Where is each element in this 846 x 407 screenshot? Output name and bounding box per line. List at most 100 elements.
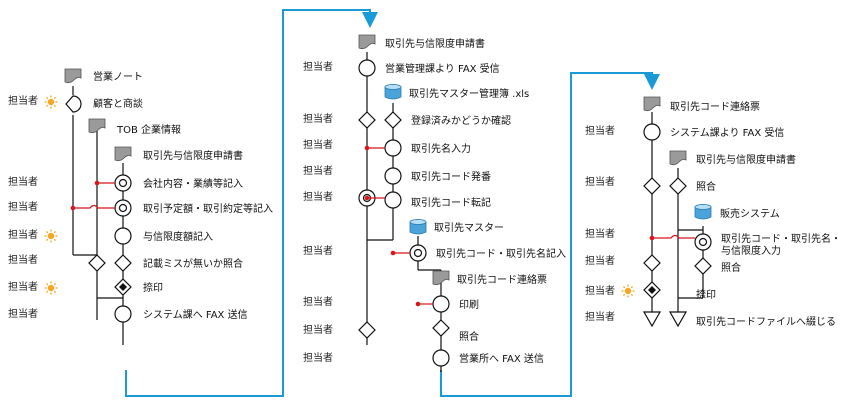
- circle-icon: [432, 295, 450, 313]
- operation-circle: [114, 174, 132, 192]
- label-transcribe-code: 取引先コード転記: [411, 196, 491, 209]
- label-customer-meeting: 顧客と商談: [93, 97, 143, 110]
- operation-circle: [694, 233, 712, 251]
- role-label: 担当者: [585, 227, 615, 240]
- label-master-book: 取引先マスター管理簿 .xls: [409, 87, 529, 100]
- label-stamp: 捺印: [143, 281, 163, 294]
- role-label: 担当者: [303, 112, 333, 125]
- role-label: 担当者: [585, 254, 615, 267]
- label-fill-company: 会社内容・業績等記入: [143, 177, 243, 190]
- label-fill-credit-limit: 与信限度額記入: [143, 230, 213, 243]
- role-label: 担当者: [8, 200, 38, 213]
- label-enter-credit-1: 取引先コード・取引先名・: [721, 232, 841, 245]
- diamond-icon: [643, 254, 661, 272]
- diamond-icon: [643, 177, 661, 195]
- role-label: 担当者: [303, 60, 333, 73]
- filled-diamond-icon: [643, 281, 661, 299]
- label-code-notice: 取引先コード連絡票: [457, 273, 547, 286]
- circle-icon: [384, 191, 402, 209]
- label-check-registered: 登録済みかどうか確認: [411, 114, 511, 127]
- diamond-icon: [358, 111, 376, 129]
- triangle-icon: [642, 311, 662, 328]
- role-label: 担当者: [8, 228, 38, 241]
- label-issue-code: 取引先コード発番: [411, 170, 491, 183]
- role-label: 担当者: [585, 310, 615, 323]
- label-sales-note: 営業ノート: [93, 70, 143, 83]
- diamond-icon: [432, 319, 450, 337]
- diamond-icon: [114, 254, 132, 272]
- filled-diamond-icon: [114, 278, 132, 296]
- role-label: 担当者: [303, 323, 333, 336]
- label-verify1: 照合: [696, 180, 716, 193]
- circle-icon: [432, 349, 450, 367]
- label-tob-info: TOB 企業情報: [116, 123, 181, 136]
- connector: [367, 147, 433, 305]
- label-enter-code-name: 取引先コード・取引先名記入: [436, 247, 566, 260]
- role-label: 担当者: [303, 138, 333, 151]
- diamond-icon: [358, 321, 376, 339]
- label-credit-app: 取引先与信限度申請書: [696, 153, 796, 166]
- label-print: 印刷: [459, 299, 479, 311]
- role-label: 担当者: [8, 94, 38, 107]
- label-verify: 照合: [459, 330, 479, 343]
- connector: [652, 234, 695, 239]
- document-icon: [114, 146, 132, 162]
- diamond-icon: [669, 177, 687, 195]
- operation-circle: [409, 244, 427, 262]
- document-icon: [358, 34, 376, 50]
- label-db-master: 取引先マスター: [434, 222, 504, 234]
- database-icon: [384, 84, 402, 100]
- label-receive-fax: システム課より FAX 受信: [670, 126, 784, 139]
- label-check-errors: 記載ミスが無いか照合: [143, 257, 243, 270]
- flow-link-2: [440, 72, 660, 397]
- role-label: 担当者: [585, 175, 615, 188]
- role-label: 担当者: [585, 284, 615, 297]
- triangle-icon: [668, 311, 688, 328]
- circle-icon: [384, 167, 402, 185]
- circle-icon: [114, 227, 132, 245]
- role-label: 担当者: [303, 295, 333, 308]
- circle-icon: [114, 305, 132, 323]
- diamond-icon: [384, 111, 402, 129]
- sun-icon: [44, 281, 58, 295]
- column-3: [651, 112, 704, 312]
- circle-icon: [358, 59, 376, 77]
- document-icon: [669, 150, 687, 166]
- document-icon: [64, 68, 82, 84]
- database-icon: [409, 219, 427, 235]
- role-label: 担当者: [303, 164, 333, 177]
- label-sales-system: 販売システム: [720, 207, 780, 220]
- flow-link-1: [125, 9, 378, 397]
- role-label: 担当者: [8, 175, 38, 188]
- role-label: 担当者: [8, 280, 38, 293]
- label-code-notice: 取引先コード連絡票: [670, 100, 760, 113]
- role-label: 担当者: [8, 307, 38, 320]
- label-receive-fax: 営業管理課より FAX 受信: [385, 62, 500, 75]
- sun-icon: [44, 95, 58, 109]
- label-verify2: 照合: [721, 261, 741, 274]
- diamond-icon: [88, 254, 106, 272]
- sun-icon: [621, 284, 635, 298]
- operation-circle: [114, 199, 132, 217]
- role-label: 担当者: [303, 190, 333, 203]
- label-credit-app: 取引先与信限度申請書: [143, 149, 243, 162]
- role-label: 担当者: [8, 253, 38, 266]
- role-label: 担当者: [303, 244, 333, 257]
- pacman-icon: [65, 95, 82, 113]
- label-enter-name: 取引先名入力: [411, 142, 471, 155]
- label-fax-system: システム課へ FAX 送信: [143, 308, 248, 321]
- document-icon: [643, 96, 661, 112]
- document-icon: [88, 118, 106, 134]
- column-2: [366, 52, 442, 372]
- label-credit-app: 取引先与信限度申請書: [385, 37, 485, 50]
- database-icon: [694, 204, 712, 220]
- label-enter-credit-2: 与信限度入力: [721, 244, 781, 257]
- document-icon: [432, 270, 450, 286]
- label-file-binder: 取引先コードファイルへ綴じる: [696, 315, 836, 328]
- sun-icon: [44, 229, 58, 243]
- label-fill-trade-plan: 取引予定額・取引約定等記入: [143, 202, 273, 215]
- diamond-icon: [694, 257, 712, 275]
- label-fax-office: 営業所へ FAX 送信: [459, 352, 544, 365]
- connector: [73, 182, 115, 209]
